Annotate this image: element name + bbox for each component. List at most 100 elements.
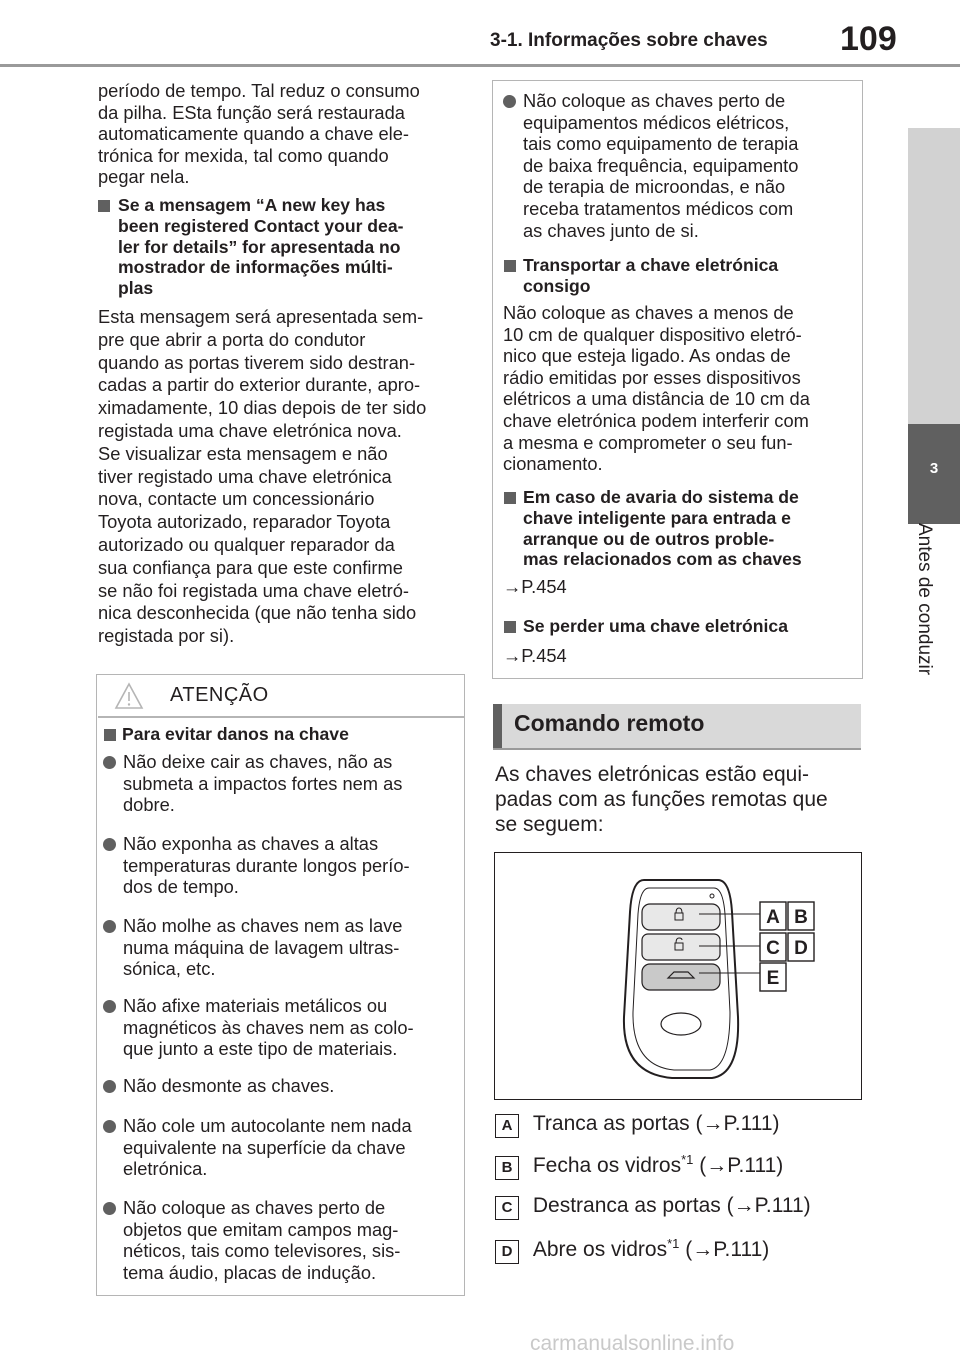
legend-label: D [495,1240,519,1264]
text-line: as chaves junto de si. [523,219,699,241]
text-line: plas [118,278,154,299]
text-line: registada por si). [98,625,235,647]
warning-title: ATENÇÃO [170,684,269,706]
key-fob-figure [494,852,862,1100]
text-line: nico que esteja ligado. As ondas de [503,345,791,367]
legend-text: Destranca as portas (→P.111) [532,1194,811,1217]
text-line: trónica for mexida, tal como quando [98,144,389,166]
square-bullet-icon [504,260,516,272]
round-bullet-icon [103,1000,116,1013]
intro-paragraph: período de tempo. Tal reduz o consumo da… [98,80,468,188]
text-line: nova, contacte um concessionário [98,488,375,510]
text-line: tiver registado uma chave eletrónica [98,465,392,487]
legend-reference: (→P.111) [679,1238,770,1261]
text-line: tema áudio, placas de indução. [123,1261,377,1283]
text-line: eletrónica. [123,1158,208,1180]
text-line: Não deixe cair as chaves, não as [123,751,393,772]
text-line: autorizado ou qualquer reparador da [98,533,395,555]
text-line: receba tratamentos médicos com [523,197,794,219]
text-line: da pilha. ESta função será restaurada [98,101,405,123]
round-bullet-icon [503,95,516,108]
text-line: sua confiança para que este confirme [98,556,403,578]
text-line: equipamentos médicos elétricos, [523,111,790,133]
text-line: de baixa frequência, equipamento [523,154,799,176]
text-line: cadas a partir do exterior durante, apro… [98,374,421,396]
text-line: quando as portas tiverem sido destran- [98,351,416,373]
warning-bullet: Não afixe materiais metálicos ou magnéti… [123,995,458,1060]
section-header-accent [493,704,502,748]
key-fob-illustration: A B C D E [622,879,815,1079]
warning-triangle-icon [114,682,144,709]
info-box [492,80,863,679]
watermark-footer[interactable]: carmanualsonline.info [530,1332,735,1355]
remote-intro: As chaves eletrónicas estão equi- padas … [495,762,865,837]
text-line: néticos, tais como televisores, sis- [123,1240,401,1262]
text-line: dos de tempo. [123,876,239,898]
legend-text: Abre os vidros [532,1238,668,1261]
text-line: Não molhe as chaves nem as lave [123,915,403,936]
chapter-label: Antes de conduzir [914,523,935,676]
text-line: Não cole um autocolante nem nada [123,1115,412,1136]
text-line: pegar nela. [98,166,190,188]
text-line: Se a mensagem “A new key has [118,195,386,215]
carry-key-paragraph: Não coloque as chaves a menos de 10 cm d… [503,302,858,475]
body-paragraph: Esta mensagem será apresentada sem- pre … [98,306,473,648]
text-line: Não exponha as chaves a altas [123,833,379,854]
legend-reference: (→P.111) [693,1154,784,1177]
text-line: Não coloque as chaves perto de [123,1197,386,1218]
text-line: a mesma e comprometer o seu fun- [503,431,793,453]
text-line: As chaves eletrónicas estão equi- [495,763,810,786]
section-heading: Comando remoto [514,710,705,736]
text-line: Não afixe materiais metálicos ou [123,995,388,1016]
round-bullet-icon [103,1202,116,1215]
section-rule [493,748,861,750]
text-line: período de tempo. Tal reduz o consumo [98,80,420,101]
text-line: padas com as funções remotas que [495,788,828,811]
round-bullet-icon [103,920,116,933]
figure-label-e: E [767,968,780,989]
subheading-carry-key: Transportar a chave eletrónica consigo [523,255,858,297]
warning-heading: Para evitar danos na chave [122,724,349,744]
text-line: cionamento. [503,453,603,475]
text-line: que junto a este tipo de materiais. [123,1038,398,1060]
legend-item-b: B Fecha os vidros*1 (→P.111) [495,1152,783,1180]
page-reference: →P.454 [503,645,567,666]
figure-label-c: C [766,938,780,959]
round-bullet-icon [103,1080,116,1093]
text-line: 10 cm de qualquer dispositivo eletró- [503,323,802,345]
text-line: Não coloque as chaves perto de [523,90,786,111]
side-tab-marker [908,424,960,524]
text-line: dobre. [123,794,175,816]
text-line: nica desconhecida (que não tenha sido [98,602,417,624]
legend-label: B [495,1156,519,1180]
warning-bullet: Não desmonte as chaves. [123,1075,458,1097]
round-bullet-icon [103,838,116,851]
page-reference: →P.454 [503,576,567,597]
subheading-new-key: Se a mensagem “A new key has been regist… [118,195,468,299]
legend-item-a: A Tranca as portas (→P.111) [495,1112,780,1138]
figure-label-d: D [794,938,808,959]
info-bullet: Não coloque as chaves perto de equipamen… [523,90,858,241]
square-bullet-icon [504,492,516,504]
text-line: pre que abrir a porta do condutor [98,328,366,350]
text-line: submeta a impactos fortes nem as [123,772,403,794]
text-line: rádio emitidas por esses dispositivos [503,366,801,388]
section-title: 3-1. Informações sobre chaves [490,30,768,51]
text-line: magnéticos às chaves nem as colo- [123,1016,414,1038]
text-line: Toyota autorizado, reparador Toyota [98,511,391,533]
text-line: temperaturas durante longos perío- [123,854,410,876]
text-line: sónica, etc. [123,958,216,980]
text-line: numa máquina de lavagem ultras- [123,936,400,958]
text-line: objetos que emitam campos mag- [123,1218,399,1240]
round-bullet-icon [103,756,116,769]
legend-text: Tranca as portas (→P.111) [532,1112,780,1135]
text-line: Esta mensagem será apresentada sem- [98,306,424,327]
text-line: automaticamente quando a chave ele- [98,123,409,145]
text-line: tais como equipamento de terapia [523,133,799,155]
text-line: de terapia de microondas, e não [523,176,786,198]
text-line: Se visualizar esta mensagem e não [98,442,388,464]
square-bullet-icon [504,621,516,633]
text-line: Não desmonte as chaves. [123,1075,335,1096]
page-number: 109 [840,20,897,58]
warning-divider [98,716,464,718]
